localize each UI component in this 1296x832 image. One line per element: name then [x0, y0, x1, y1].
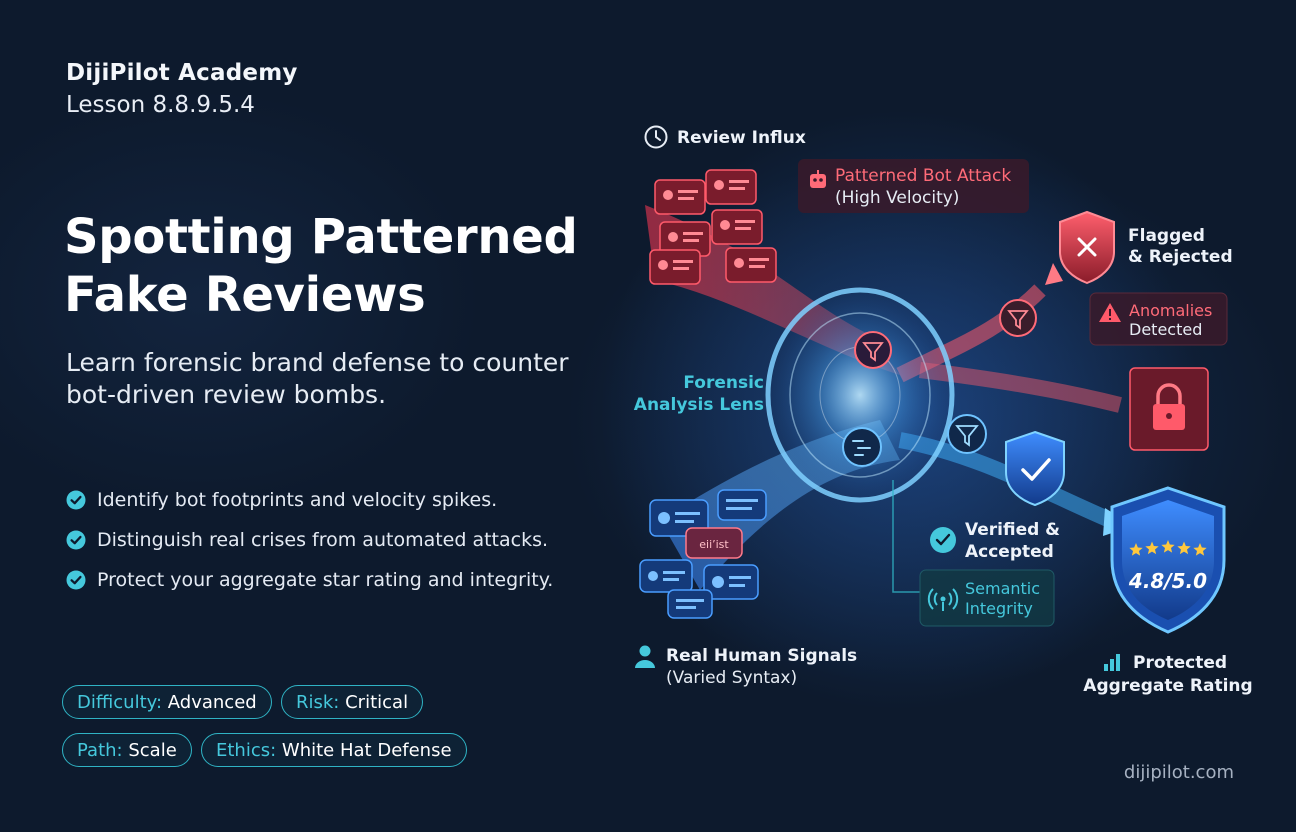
- bot-attack-box: [798, 159, 1029, 213]
- badge-value: Advanced: [167, 691, 257, 713]
- star-icon: [1177, 541, 1191, 555]
- review-influx-label: Review Influx: [677, 128, 806, 148]
- star-icon: [1129, 543, 1143, 556]
- settings-node-icon: [842, 427, 882, 467]
- rejected-shield-icon: [1059, 210, 1115, 285]
- anomalies-subtitle: Detected: [1129, 320, 1202, 339]
- human-review-cards: eii’ist: [639, 489, 767, 619]
- protected-label: Protected: [1133, 653, 1227, 673]
- brand-name: DijiPilot Academy: [66, 60, 298, 86]
- warning-icon: [1099, 303, 1121, 322]
- flagged-label: Flagged: [1128, 226, 1205, 246]
- forensic-lens: [765, 287, 955, 503]
- lock-icon: [1129, 367, 1209, 451]
- accepted-label: Accepted: [965, 542, 1054, 562]
- check-badge-icon: [66, 570, 86, 590]
- bot-review-cards: [649, 169, 777, 285]
- verified-label: Verified &: [965, 520, 1060, 540]
- badge-key: Risk:: [296, 691, 340, 713]
- difficulty-badge: Difficulty: Advanced: [62, 685, 272, 719]
- badge-value: White Hat Defense: [281, 739, 452, 761]
- key-point-item: Distinguish real crises from automated a…: [66, 520, 553, 560]
- bot-attack-title: Patterned Bot Attack: [835, 166, 1011, 186]
- semantic-label: Semantic: [965, 579, 1040, 598]
- badge-key: Path:: [77, 739, 123, 761]
- key-point-text: Protect your aggregate star rating and i…: [97, 569, 554, 591]
- person-icon: [635, 645, 655, 668]
- clock-icon: [644, 125, 668, 149]
- verified-badge-icon: [930, 527, 956, 553]
- key-point-item: Protect your aggregate star rating and i…: [66, 560, 553, 600]
- semantic-integrity-box: [919, 569, 1055, 627]
- star-icon: [1193, 543, 1207, 556]
- bot-attack-subtitle: (High Velocity): [835, 188, 959, 208]
- lesson-number: Lesson 8.8.9.5.4: [66, 92, 255, 118]
- filter-icon: [947, 414, 987, 454]
- filter-icon: [854, 331, 892, 369]
- rating-value: 4.8/5.0: [1128, 569, 1207, 593]
- star-rating: [1129, 540, 1207, 556]
- risk-badge: Risk: Critical: [281, 685, 424, 719]
- lens-label-line1: Forensic: [683, 373, 764, 393]
- anomalies-box: [1089, 292, 1228, 346]
- page-subtitle: Learn forensic brand defense to counter …: [66, 348, 569, 409]
- badge-value: Critical: [345, 691, 409, 713]
- ethics-badge: Ethics: White Hat Defense: [201, 733, 467, 767]
- bar-chart-icon: [1104, 654, 1120, 671]
- lens-label-line2: Analysis Lens: [634, 395, 764, 415]
- integrity-label: Integrity: [965, 599, 1033, 618]
- verified-shield-icon: [1005, 430, 1065, 507]
- aggregate-rating-label: Aggregate Rating: [1083, 676, 1252, 696]
- robot-icon: [810, 170, 826, 188]
- check-badge-icon: [66, 490, 86, 510]
- key-point-item: Identify bot footprints and velocity spi…: [66, 480, 553, 520]
- human-signals-subtitle: (Varied Syntax): [666, 668, 797, 688]
- key-point-text: Distinguish real crises from automated a…: [97, 529, 549, 551]
- star-icon: [1161, 540, 1175, 553]
- rejected-label: & Rejected: [1128, 247, 1233, 267]
- anomalies-title: Anomalies: [1129, 301, 1212, 320]
- key-point-text: Identify bot footprints and velocity spi…: [97, 489, 498, 511]
- badge-key: Ethics:: [216, 739, 277, 761]
- rating-shield-icon: [1110, 486, 1226, 634]
- badge-key: Difficulty:: [77, 691, 163, 713]
- page-title: Spotting Patterned Fake Reviews: [64, 209, 578, 323]
- arrow-up-icon: [1045, 263, 1063, 285]
- path-badge: Path: Scale: [62, 733, 192, 767]
- filter-icon: [999, 299, 1037, 337]
- human-signals-title: Real Human Signals: [666, 646, 857, 666]
- connector-line: [892, 480, 920, 593]
- bubble-text: eii’ist: [699, 538, 729, 551]
- badge-value: Scale: [128, 739, 177, 761]
- signal-icon: [927, 588, 959, 611]
- star-icon: [1145, 541, 1159, 555]
- check-badge-icon: [66, 530, 86, 550]
- footer-domain: dijipilot.com: [1123, 762, 1234, 783]
- key-points-list: Identify bot footprints and velocity spi…: [66, 480, 553, 600]
